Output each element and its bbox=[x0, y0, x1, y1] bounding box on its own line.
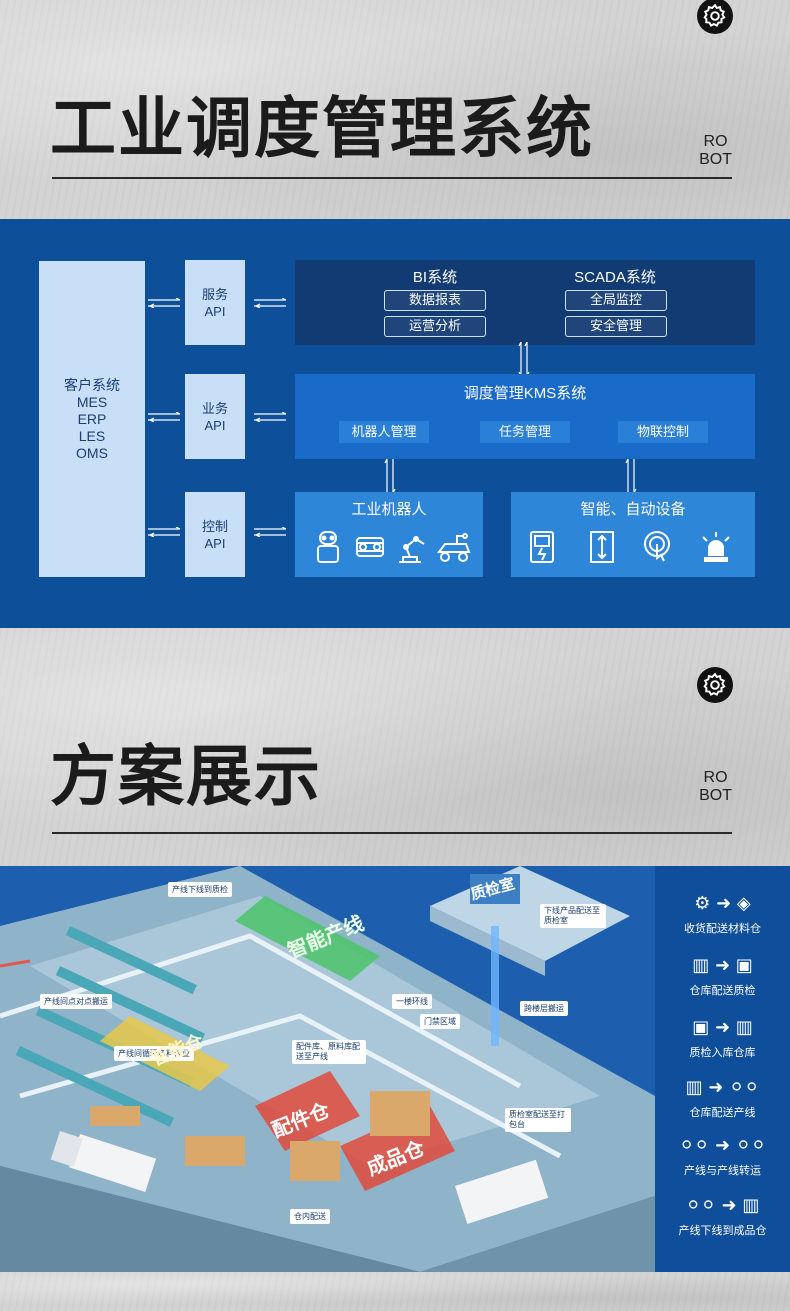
api-label: 服务 bbox=[201, 286, 228, 302]
badge-line-2: BOT bbox=[699, 787, 732, 804]
double-arrow-icon bbox=[148, 298, 181, 308]
robot-badge: RO BOT bbox=[699, 133, 732, 169]
kms-item: 任务管理 bbox=[480, 421, 570, 443]
bi-item: 运营分析 bbox=[384, 316, 486, 337]
client-item: ERP bbox=[77, 410, 107, 427]
industrial-robots-panel: 工业机器人 bbox=[295, 492, 483, 577]
scene-tag: 下线产品配送至质检室 bbox=[540, 904, 606, 928]
scene-tag: 产线间循环送料作业 bbox=[114, 1046, 194, 1061]
factory-floor-illustration bbox=[0, 866, 655, 1272]
elevator-icon bbox=[590, 531, 614, 563]
client-title: 客户系统 bbox=[64, 376, 120, 393]
api-label: API bbox=[204, 535, 226, 551]
scene-tag: 配件库、原料库配送至产线 bbox=[292, 1040, 366, 1064]
api-label: 业务 bbox=[201, 400, 228, 416]
client-system-box: 客户系统 MES ERP LES OMS bbox=[39, 261, 145, 577]
api-label: 控制 bbox=[201, 518, 228, 534]
legend-label: 仓库配送质检 bbox=[689, 984, 756, 997]
badge-line-1: RO bbox=[703, 769, 728, 786]
double-arrow-icon bbox=[254, 527, 287, 537]
double-arrow-icon bbox=[384, 459, 396, 493]
page-title: 工业调度管理系统 bbox=[50, 90, 594, 167]
footer-strip bbox=[0, 1272, 790, 1311]
legend-item: ▥ ➜ ▣ 仓库配送质检 bbox=[655, 954, 790, 998]
shelf-to-line-icon: ▥ ➜ ⚪⚪ bbox=[685, 1077, 760, 1098]
scada-item: 全局监控 bbox=[565, 290, 667, 311]
smart-devices-panel: 智能、自动设备 bbox=[511, 492, 755, 577]
legend-label: 产线与产线转运 bbox=[684, 1164, 761, 1177]
robot-arm-icon bbox=[399, 536, 425, 563]
robot-badge: RO BOT bbox=[699, 769, 732, 805]
divider bbox=[52, 832, 732, 834]
scada-item: 安全管理 bbox=[565, 316, 667, 337]
kms-panel: 调度管理KMS系统 机器人管理 任务管理 物联控制 bbox=[295, 374, 755, 459]
alarm-light-icon bbox=[702, 532, 730, 562]
double-arrow-icon bbox=[254, 412, 287, 422]
service-robot-icon bbox=[317, 531, 339, 563]
badge-line-1: RO bbox=[703, 133, 728, 150]
double-arrow-icon bbox=[518, 342, 530, 376]
touch-button-icon bbox=[644, 531, 670, 562]
scene-tag: 产线下线到质检 bbox=[168, 882, 232, 897]
kms-item: 机器人管理 bbox=[339, 421, 429, 443]
legend-item: ▥ ➜ ⚪⚪ 仓库配送产线 bbox=[655, 1076, 790, 1120]
api-box-service: 服务 API bbox=[185, 260, 245, 345]
gear-icon bbox=[697, 0, 733, 34]
devices-title: 智能、自动设备 bbox=[580, 501, 686, 518]
scene-tag: 跨楼层搬运 bbox=[520, 1001, 568, 1016]
client-item: OMS bbox=[76, 444, 108, 461]
legend-item: ⚪⚪ ➜ ⚪⚪ 产线与产线转运 bbox=[655, 1134, 790, 1178]
shelf-to-inspect-icon: ▥ ➜ ▣ bbox=[692, 955, 753, 976]
inspect-to-shelf-icon: ▣ ➜ ▥ bbox=[692, 1017, 753, 1038]
legend-item: ▣ ➜ ▥ 质检入库仓库 bbox=[655, 1016, 790, 1060]
header-section-1 bbox=[0, 0, 790, 219]
client-item: LES bbox=[78, 427, 106, 444]
client-item: MES bbox=[76, 393, 108, 410]
section-title: 方案展示 bbox=[50, 738, 322, 815]
scene-tag: 产线间点对点搬运 bbox=[40, 994, 112, 1009]
double-arrow-icon bbox=[148, 527, 181, 537]
kms-item: 物联控制 bbox=[618, 421, 708, 443]
architecture-diagram: 客户系统 MES ERP LES OMS 服务 API 业务 API 控制 AP… bbox=[0, 219, 790, 628]
scene-tag: 门禁区域 bbox=[420, 1014, 460, 1029]
api-box-control: 控制 API bbox=[185, 492, 245, 577]
double-arrow-icon bbox=[254, 298, 287, 308]
legend-label: 质检入库仓库 bbox=[689, 1046, 756, 1059]
bi-item: 数据报表 bbox=[384, 290, 486, 311]
robots-title: 工业机器人 bbox=[351, 501, 427, 518]
badge-line-2: BOT bbox=[699, 151, 732, 168]
scene-tag: 仓内配送 bbox=[290, 1209, 330, 1224]
factory-scene-illustration: 产线下线到质检 下线产品配送至质检室 产线间点对点搬运 产线间循环送料作业 配件… bbox=[0, 866, 790, 1272]
double-arrow-icon bbox=[148, 412, 181, 422]
robot-to-box-icon: ⚙ ➜ ◈ bbox=[694, 893, 751, 914]
scada-title: SCADA系统 bbox=[574, 269, 656, 286]
double-arrow-icon bbox=[625, 459, 637, 493]
legend-item: ⚪⚪ ➜ ▥ 产线下线到成品仓 bbox=[655, 1194, 790, 1238]
charging-station-icon bbox=[530, 531, 554, 563]
line-to-warehouse-icon: ⚪⚪ ➜ ▥ bbox=[685, 1195, 760, 1216]
api-label: API bbox=[204, 417, 226, 433]
legend-label: 收货配送材料仓 bbox=[684, 922, 761, 935]
header-section-2 bbox=[0, 628, 790, 866]
legend-label: 产线下线到成品仓 bbox=[678, 1224, 767, 1237]
scene-tag: 一楼环线 bbox=[392, 994, 432, 1009]
flow-legend: ⚙ ➜ ◈ 收货配送材料仓 ▥ ➜ ▣ 仓库配送质检 ▣ ➜ ▥ 质检入库仓库 … bbox=[655, 866, 790, 1272]
divider bbox=[52, 177, 732, 179]
api-label: API bbox=[204, 303, 226, 319]
bi-title: BI系统 bbox=[412, 269, 458, 286]
scene-tag: 质检室配送至打包台 bbox=[505, 1108, 571, 1132]
inspection-robot-icon bbox=[437, 533, 471, 562]
agv-icon bbox=[356, 537, 384, 557]
legend-label: 仓库配送产线 bbox=[689, 1106, 756, 1119]
kms-title: 调度管理KMS系统 bbox=[463, 385, 587, 402]
gear-icon bbox=[697, 667, 733, 703]
bi-scada-panel: BI系统 数据报表 运营分析 SCADA系统 全局监控 安全管理 bbox=[295, 260, 755, 345]
api-box-business: 业务 API bbox=[185, 374, 245, 459]
line-to-line-icon: ⚪⚪ ➜ ⚪⚪ bbox=[679, 1135, 766, 1156]
legend-item: ⚙ ➜ ◈ 收货配送材料仓 bbox=[655, 892, 790, 936]
